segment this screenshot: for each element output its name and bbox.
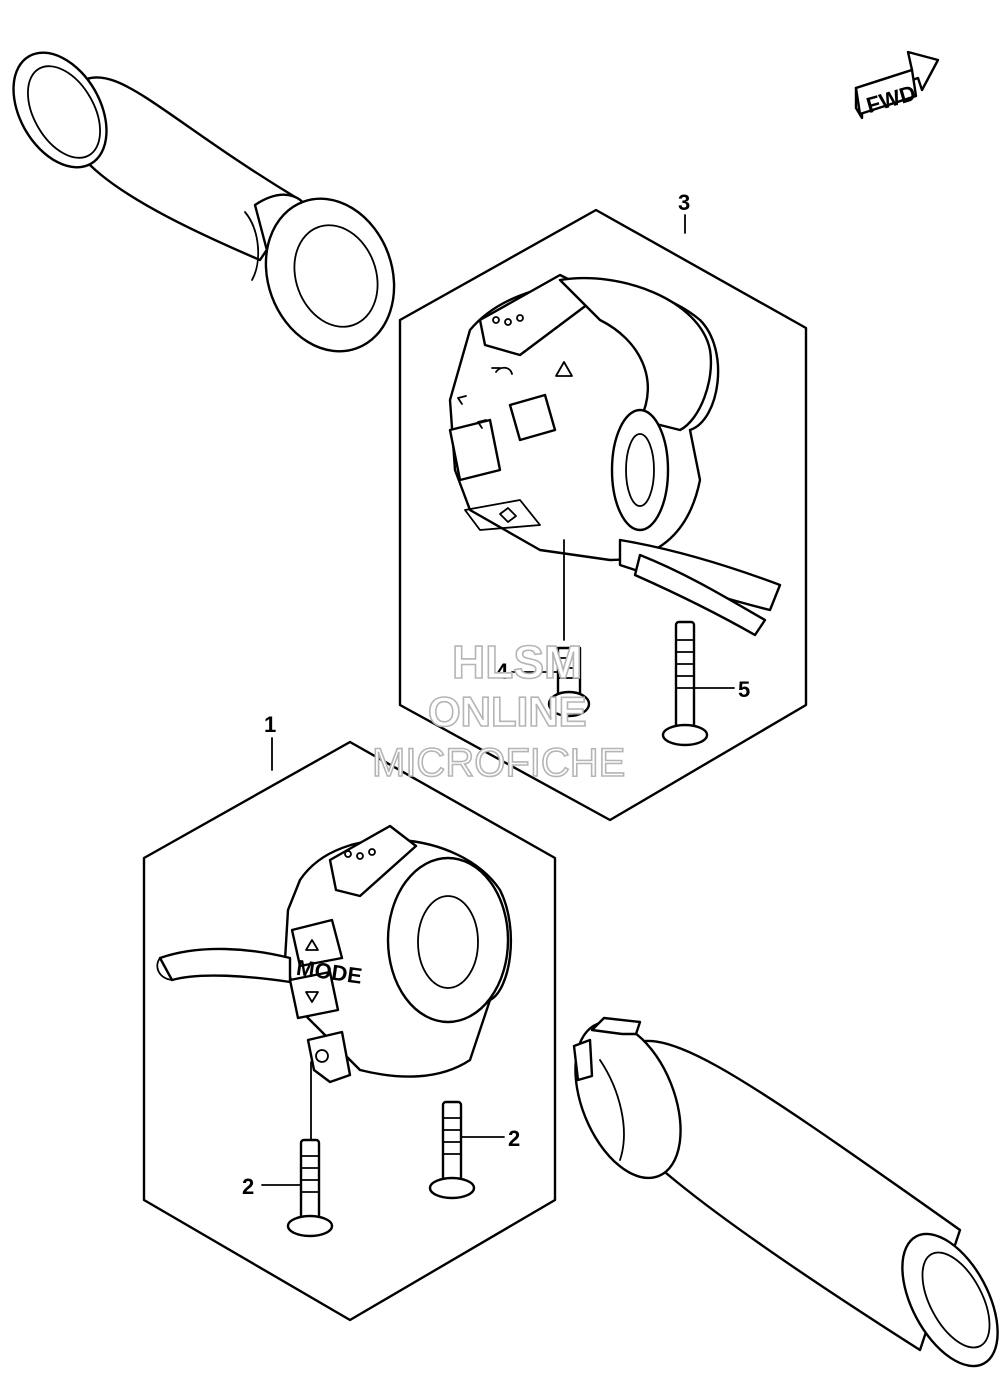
throttle-grip xyxy=(572,1016,999,1368)
screw-2b xyxy=(428,1100,476,1200)
hazard-switch xyxy=(508,393,557,442)
left-switch-housing: MODE xyxy=(156,824,513,1141)
turn-signal-switch xyxy=(448,418,502,482)
watermark: HLSM ONLINE MICROFICHE xyxy=(371,635,626,786)
callout-4: 4 xyxy=(496,659,509,684)
horn-button xyxy=(464,499,541,531)
callout-2b: 2 xyxy=(508,1126,520,1151)
callout-1: 1 xyxy=(264,712,276,737)
fwd-arrow-icon: FWD xyxy=(854,50,940,120)
screw-2a xyxy=(286,1138,334,1238)
mode-down-button xyxy=(288,970,340,1020)
left-handlebar-grip xyxy=(12,51,396,353)
callout-2a: 2 xyxy=(242,1174,254,1199)
mode-up-button xyxy=(290,918,344,968)
callout-3: 3 xyxy=(678,190,690,215)
watermark-line2: ONLINE xyxy=(428,688,587,735)
callout-5: 5 xyxy=(738,677,750,702)
lock-button xyxy=(306,1030,352,1084)
screw-5 xyxy=(661,620,709,747)
kit-outline-3 xyxy=(398,208,808,822)
right-switch-housing xyxy=(448,273,782,641)
kit-outline-1 xyxy=(142,737,557,1322)
screw-4 xyxy=(547,646,591,718)
watermark-line1: HLSM xyxy=(452,636,582,688)
watermark-line3: MICROFICHE xyxy=(372,741,625,785)
